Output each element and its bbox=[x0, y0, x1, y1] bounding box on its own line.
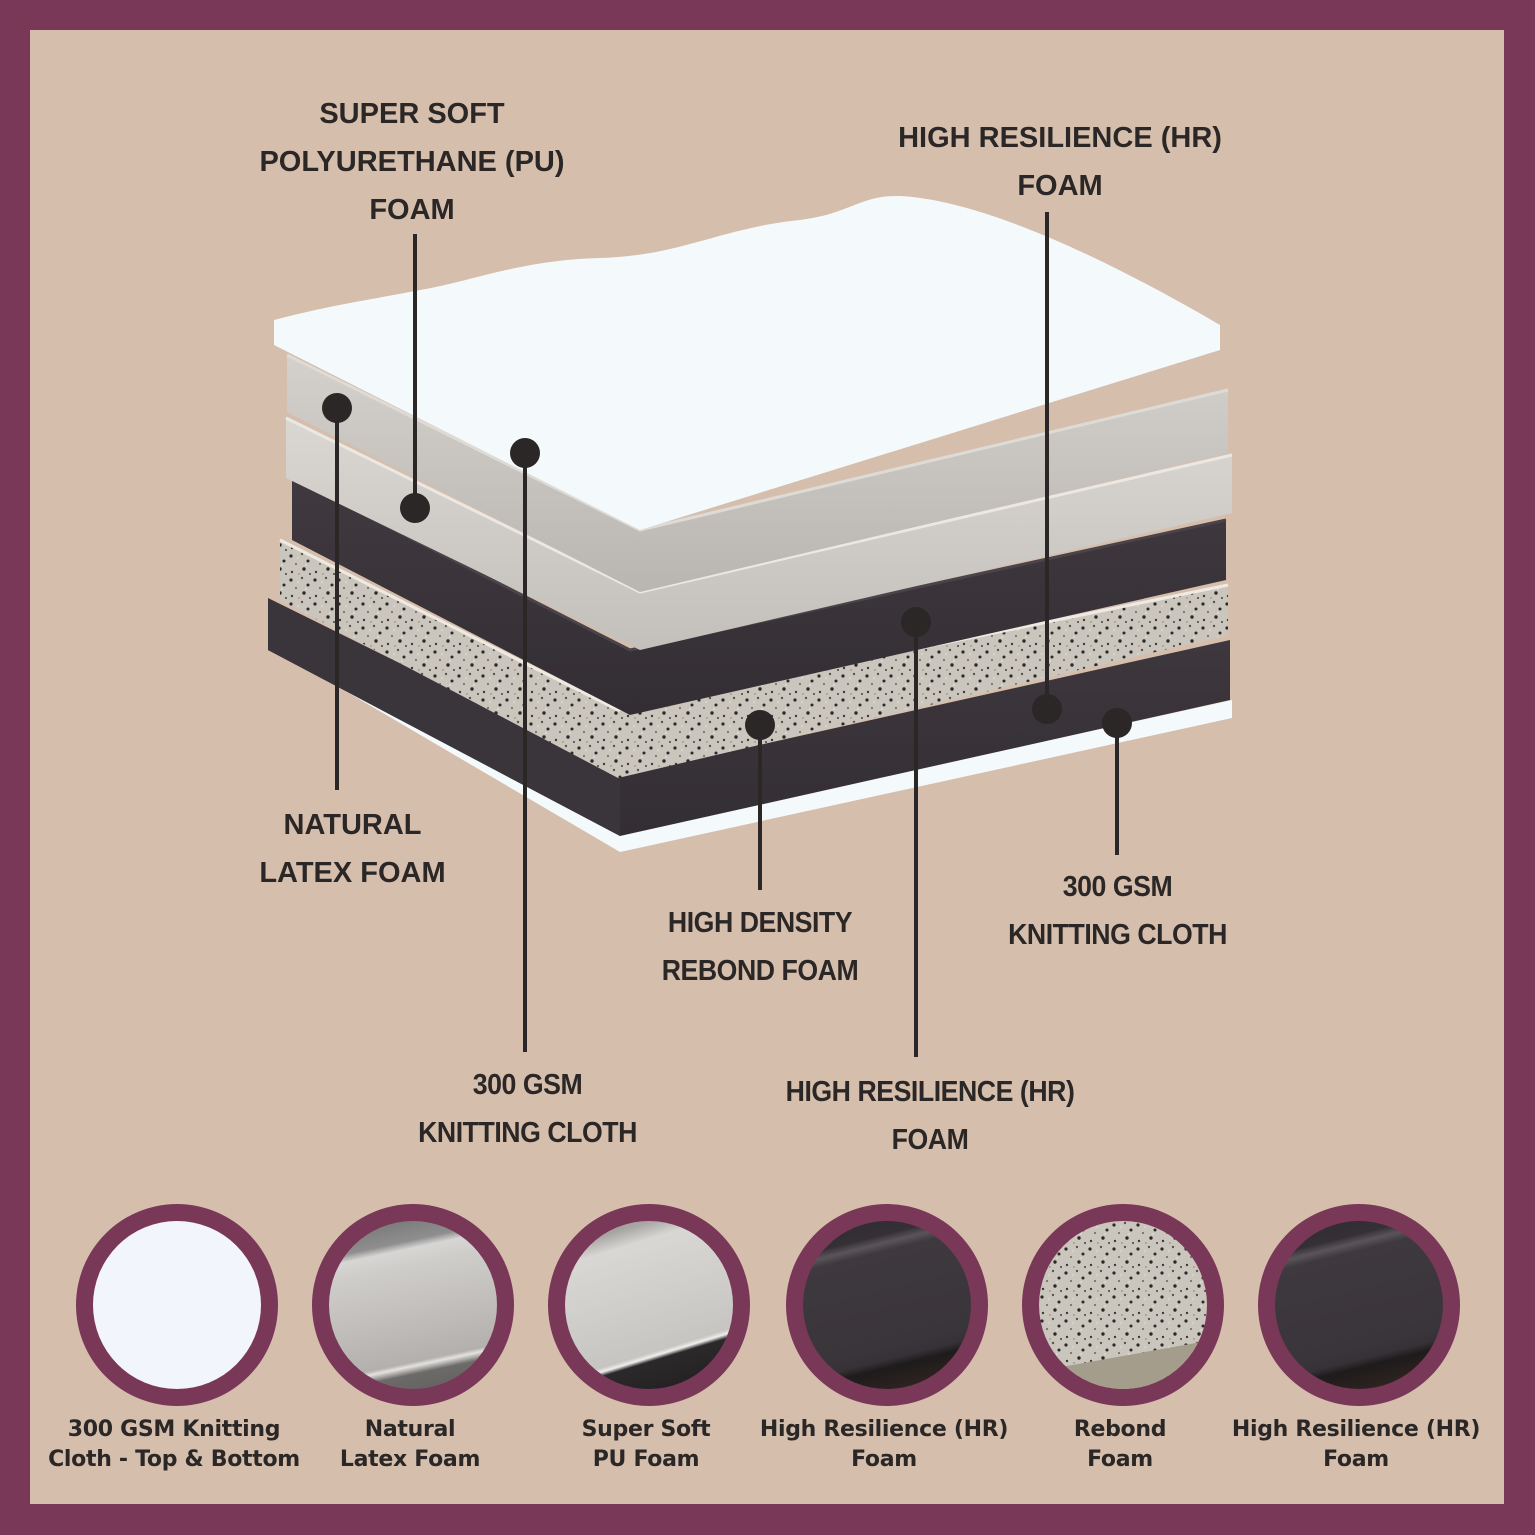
swatch-label-line: Foam bbox=[851, 1447, 917, 1472]
pu-foam-texture bbox=[565, 1221, 733, 1389]
knitting-cloth-texture bbox=[93, 1221, 261, 1389]
callout-line: POLYURETHANE (PU) bbox=[259, 146, 565, 178]
callout-line: HIGH RESILIENCE (HR) bbox=[785, 1076, 1075, 1108]
callout-high-density-rebond-foam: HIGH DENSITY REBOND FOAM bbox=[622, 899, 898, 995]
hr-foam-texture bbox=[803, 1221, 971, 1389]
callout-line: 300 GSM bbox=[472, 1069, 583, 1101]
callout-knitting-cloth-right: 300 GSM KNITTING CLOTH bbox=[973, 863, 1263, 959]
swatch-ring bbox=[1258, 1204, 1460, 1406]
swatch-label-line: High Resilience (HR) bbox=[759, 1417, 1009, 1442]
swatch-label-line: PU Foam bbox=[592, 1447, 700, 1472]
leader-lines bbox=[322, 212, 1132, 1057]
swatch-label-line: Rebond bbox=[1073, 1417, 1167, 1442]
swatch-label-line: Super Soft bbox=[581, 1417, 711, 1442]
swatch-label: Natural Latex Foam bbox=[270, 1415, 550, 1475]
swatch-label-line: Foam bbox=[1087, 1447, 1153, 1472]
layer-rebond-foam bbox=[279, 538, 1229, 778]
layer-bottom-knitting-cloth bbox=[272, 640, 1232, 852]
callout-line: KNITTING CLOTH bbox=[1008, 919, 1227, 951]
callout-super-soft-pu-foam: SUPER SOFT POLYURETHANE (PU) FOAM bbox=[222, 90, 602, 234]
callout-line: 300 GSM bbox=[1062, 871, 1173, 903]
swatch-label: 300 GSM Knitting Cloth - Top & Bottom bbox=[34, 1415, 314, 1475]
swatch-ring bbox=[76, 1204, 278, 1406]
swatch-label-line: Foam bbox=[1323, 1447, 1389, 1472]
latex-texture bbox=[329, 1221, 497, 1389]
callout-line: FOAM bbox=[1017, 170, 1103, 202]
callout-line: HIGH RESILIENCE (HR) bbox=[898, 122, 1222, 154]
swatch-ring bbox=[548, 1204, 750, 1406]
callout-line: HIGH DENSITY bbox=[667, 907, 853, 939]
swatch-label-line: High Resilience (HR) bbox=[1231, 1417, 1481, 1442]
callout-line: NATURAL bbox=[283, 809, 422, 841]
swatch-label: High Resilience (HR) Foam bbox=[744, 1415, 1024, 1475]
callout-natural-latex-foam: NATURAL LATEX FOAM bbox=[220, 801, 485, 897]
callout-hr-foam-top: HIGH RESILIENCE (HR) FOAM bbox=[860, 114, 1260, 210]
swatch-label-line: 300 GSM Knitting bbox=[67, 1417, 281, 1442]
swatch-ring bbox=[786, 1204, 988, 1406]
callout-line: KNITTING CLOTH bbox=[418, 1117, 637, 1149]
swatch-label: Rebond Foam bbox=[980, 1415, 1260, 1475]
swatch-label-line: Latex Foam bbox=[339, 1447, 481, 1472]
swatch-label-line: Cloth - Top & Bottom bbox=[48, 1447, 300, 1472]
hr-foam-texture bbox=[1275, 1221, 1443, 1389]
material-swatches: 300 GSM Knitting Cloth - Top & Bottom Na… bbox=[0, 1200, 1535, 1500]
layer-top-knitting-cloth bbox=[274, 195, 1220, 530]
layer-bottom-hr-foam bbox=[268, 598, 1230, 836]
callout-line: LATEX FOAM bbox=[259, 857, 446, 889]
swatch-ring bbox=[312, 1204, 514, 1406]
callout-line: FOAM bbox=[891, 1124, 969, 1156]
callout-line: FOAM bbox=[369, 194, 455, 226]
swatch-label: High Resilience (HR) Foam bbox=[1216, 1415, 1496, 1475]
callout-line: REBOND FOAM bbox=[661, 955, 859, 987]
callout-line: SUPER SOFT bbox=[319, 98, 505, 130]
callout-knitting-cloth-bottom: 300 GSM KNITTING CLOTH bbox=[383, 1061, 673, 1157]
swatch-label-line: Natural bbox=[364, 1417, 456, 1442]
swatch-ring bbox=[1022, 1204, 1224, 1406]
swatch-label: Super Soft PU Foam bbox=[506, 1415, 786, 1475]
rebond-texture bbox=[1039, 1221, 1207, 1389]
callout-hr-foam-bottom: HIGH RESILIENCE (HR) FOAM bbox=[746, 1068, 1114, 1164]
